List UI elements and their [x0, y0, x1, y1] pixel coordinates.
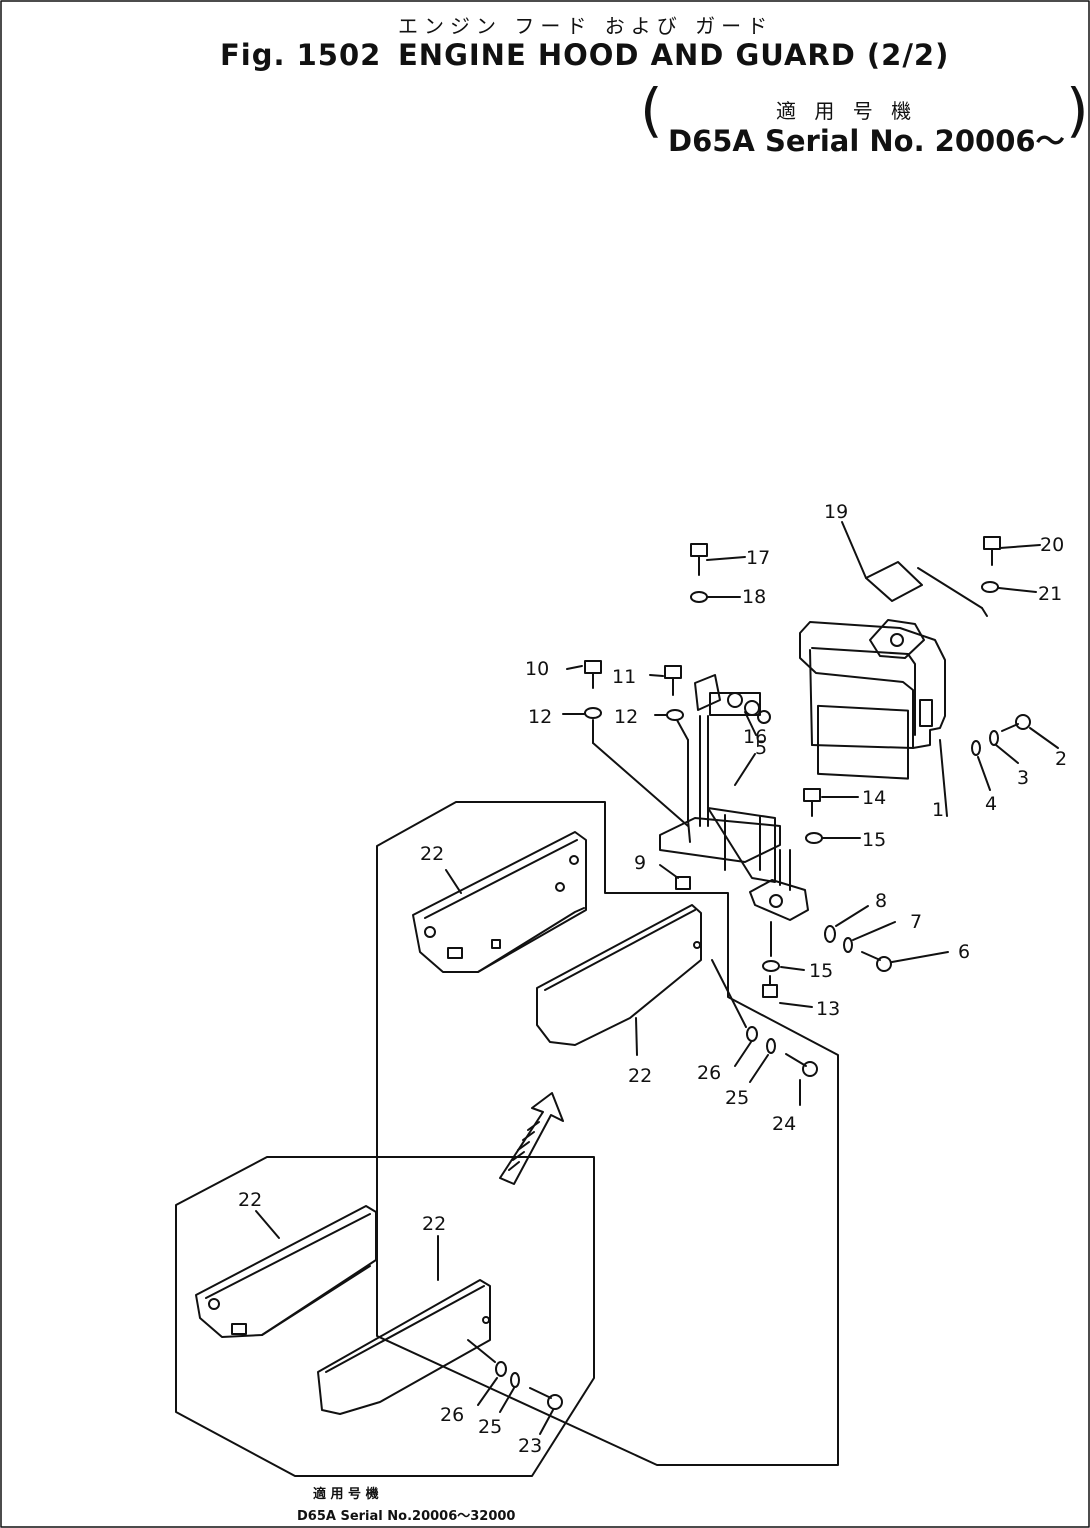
bolt-6-icon	[861, 951, 949, 972]
washer-8-icon	[824, 905, 869, 943]
callout-26-lower: 26	[440, 1404, 464, 1426]
bolt-20-icon	[983, 536, 1041, 566]
bracket-part-5	[659, 715, 781, 883]
callout-5: 5	[755, 737, 767, 759]
cover-plate-part-19	[865, 561, 988, 659]
callout-24: 24	[772, 1113, 796, 1135]
open-paren-icon: (	[640, 76, 663, 144]
callout-26-upper: 26	[697, 1062, 721, 1084]
washer-25a-icon	[749, 1038, 776, 1083]
callout-15-bottom: 15	[809, 960, 833, 982]
switch-block-part-16	[694, 674, 771, 724]
leader-26b	[467, 1339, 496, 1363]
leader-line-1	[939, 739, 948, 817]
leader-22a	[445, 869, 462, 894]
close-paren-icon: )	[1066, 76, 1089, 144]
leader-26a	[711, 959, 747, 1028]
leader-19	[841, 521, 867, 579]
bolt-17-icon	[690, 543, 746, 576]
door-panel-upper-right	[536, 904, 702, 1046]
callout-2: 2	[1055, 748, 1067, 770]
callout-12-right: 12	[614, 706, 638, 728]
callout-22-upper-left: 22	[420, 843, 444, 865]
callout-3: 3	[1017, 767, 1029, 789]
door-panel-inset-right	[317, 1279, 491, 1415]
washer-4-icon	[971, 740, 991, 791]
callout-1: 1	[932, 799, 944, 821]
callout-20: 20	[1040, 534, 1064, 556]
callout-10: 10	[525, 658, 549, 680]
figure-label: Fig. 1502	[220, 38, 382, 72]
callout-4: 4	[985, 793, 997, 815]
figure-title: ENGINE HOOD AND GUARD (2/2)	[398, 38, 950, 72]
leader-22c	[255, 1210, 280, 1239]
callout-25-lower: 25	[478, 1416, 502, 1438]
guard-part-1	[799, 621, 946, 780]
bolt-14-icon	[803, 788, 859, 817]
clamp-block	[749, 849, 809, 921]
washer-3-icon	[989, 730, 1019, 764]
bolt-23-icon	[529, 1387, 563, 1435]
leader-line-16	[744, 711, 757, 736]
washer-7-icon	[843, 921, 896, 953]
bolt-24-icon	[785, 1053, 818, 1106]
japanese-title: エンジン フード および ガード	[398, 14, 774, 38]
bolt-13-icon	[762, 975, 813, 1008]
callout-22-inset-right: 22	[422, 1213, 446, 1235]
callout-13: 13	[816, 998, 840, 1020]
leader-12a-b	[592, 742, 689, 827]
callout-15-top: 15	[862, 829, 886, 851]
callout-22-inset-left: 22	[238, 1189, 262, 1211]
callout-11: 11	[612, 666, 636, 688]
inset-serial-range: D65A Serial No.20006～32000	[297, 1509, 516, 1524]
washer-15b-icon	[762, 960, 805, 972]
callout-7: 7	[910, 911, 922, 933]
applicable-models-label: 適 用 号 機	[776, 99, 918, 123]
callout-23: 23	[518, 1435, 542, 1457]
serial-range: D65A Serial No. 20006～	[668, 124, 1065, 158]
callout-12-left: 12	[528, 706, 552, 728]
lower-inset-outline	[175, 1156, 595, 1477]
washer-12a-icon	[562, 707, 602, 719]
callout-8: 8	[875, 890, 887, 912]
reference-arrow-icon	[499, 1092, 564, 1185]
callout-6: 6	[958, 941, 970, 963]
callout-25-upper: 25	[725, 1087, 749, 1109]
washer-26a-icon	[734, 1026, 758, 1067]
callout-14: 14	[862, 787, 886, 809]
washer-21-icon	[981, 581, 1037, 593]
inset-applicable-label: 適 用 号 機	[313, 1487, 379, 1502]
washer-12b-icon	[654, 709, 684, 721]
bolt-10-icon	[566, 660, 602, 689]
callout-18: 18	[742, 586, 766, 608]
washer-18-icon	[690, 591, 741, 603]
leader-12b	[676, 719, 689, 741]
callout-22-upper-right: 22	[628, 1065, 652, 1087]
leader-line-5	[734, 753, 756, 786]
leader-22b	[635, 1017, 638, 1056]
washer-15a-icon	[805, 832, 861, 844]
washer-26b-icon	[477, 1361, 507, 1406]
door-panel-upper-left	[412, 831, 587, 973]
door-panel-inset-left	[195, 1205, 377, 1338]
callout-9: 9	[634, 852, 646, 874]
washer-25b-icon	[499, 1372, 520, 1413]
bolt-11-icon	[649, 665, 682, 696]
callout-19: 19	[824, 501, 848, 523]
callout-16: 16	[743, 726, 767, 748]
callout-21: 21	[1038, 583, 1062, 605]
nut-9-icon	[659, 864, 691, 890]
callout-17: 17	[746, 547, 770, 569]
upper-group-outline	[376, 801, 839, 1466]
bolt-2-icon	[1001, 714, 1059, 749]
